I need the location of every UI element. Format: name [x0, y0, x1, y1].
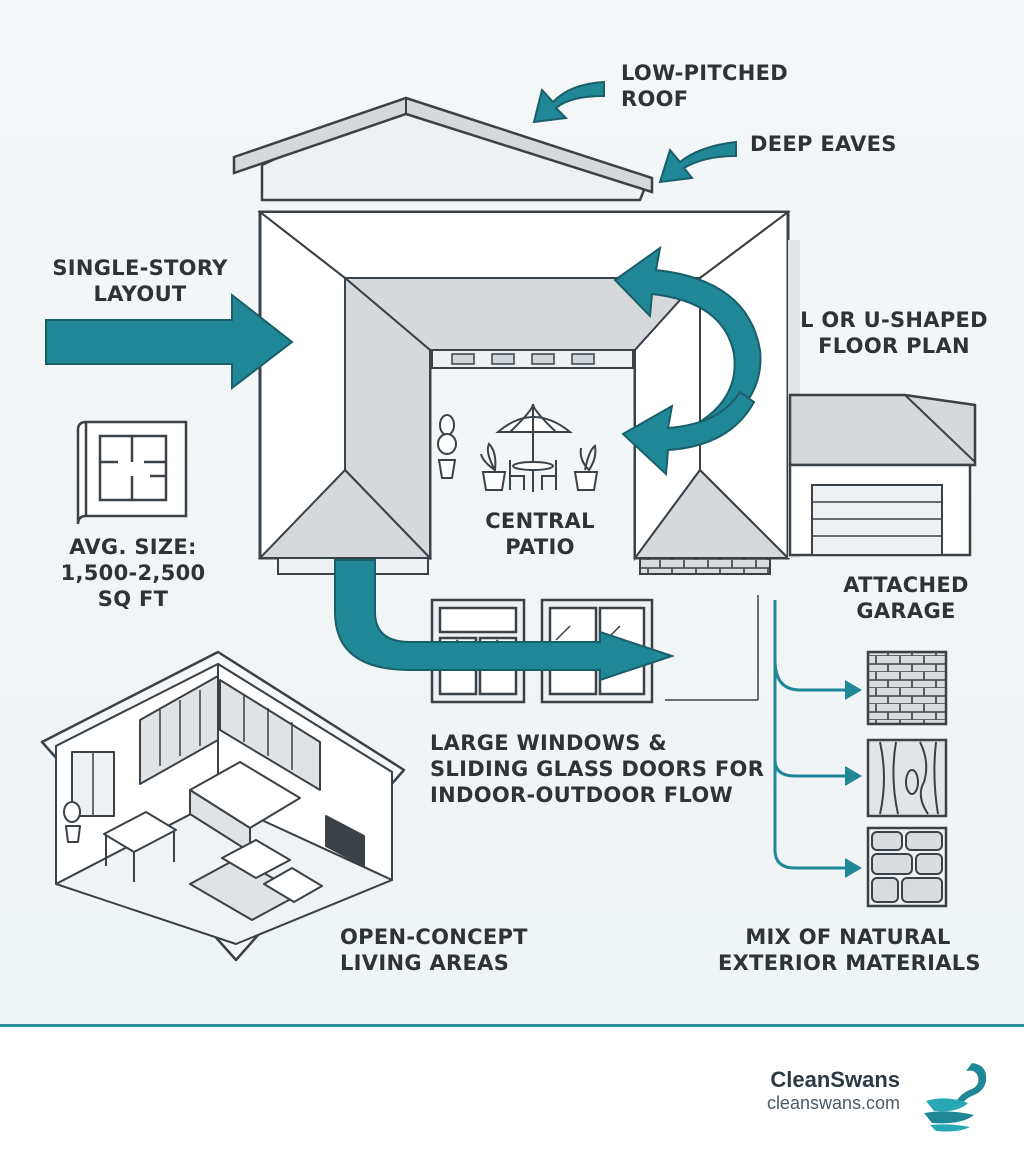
arrow-icon	[45, 80, 762, 682]
floor-plan-icon	[76, 420, 188, 525]
patio-umbrella-icon	[495, 403, 573, 492]
open-concept-room	[40, 650, 406, 962]
label-avg-size: AVG. SIZE: 1,500-2,500 SQ FT	[60, 535, 206, 611]
stone-icon	[866, 826, 948, 908]
brand-name: CleanSwans	[770, 1067, 900, 1092]
u-shaped-house	[257, 210, 800, 575]
label-low-pitched-roof: LOW-PITCHED ROOF	[621, 61, 789, 111]
label-floor-plan: L OR U-SHAPED FLOOR PLAN	[800, 308, 988, 358]
label-central-patio: CENTRAL PATIO	[485, 509, 595, 559]
label-attached-garage: ATTACHED GARAGE	[843, 573, 969, 623]
plant-icon	[437, 414, 599, 491]
label-exterior-materials: MIX OF NATURAL EXTERIOR MATERIALS	[718, 925, 981, 975]
wood-icon	[866, 738, 948, 818]
materials-arrows	[665, 595, 862, 878]
brick-icon	[866, 650, 948, 726]
label-large-windows: LARGE WINDOWS & SLIDING GLASS DOORS FOR …	[430, 731, 765, 807]
swan-logo-icon	[924, 1063, 987, 1132]
label-deep-eaves: DEEP EAVES	[750, 132, 897, 156]
low-pitched-roof	[232, 96, 654, 202]
label-open-concept: OPEN-CONCEPT LIVING AREAS	[340, 925, 528, 975]
footer: CleanSwans cleanswans.com	[0, 1024, 1024, 1154]
label-single-story-layout: SINGLE-STORY LAYOUT	[52, 256, 228, 306]
brand-url[interactable]: cleanswans.com	[766, 1093, 900, 1113]
attached-garage	[788, 393, 977, 557]
